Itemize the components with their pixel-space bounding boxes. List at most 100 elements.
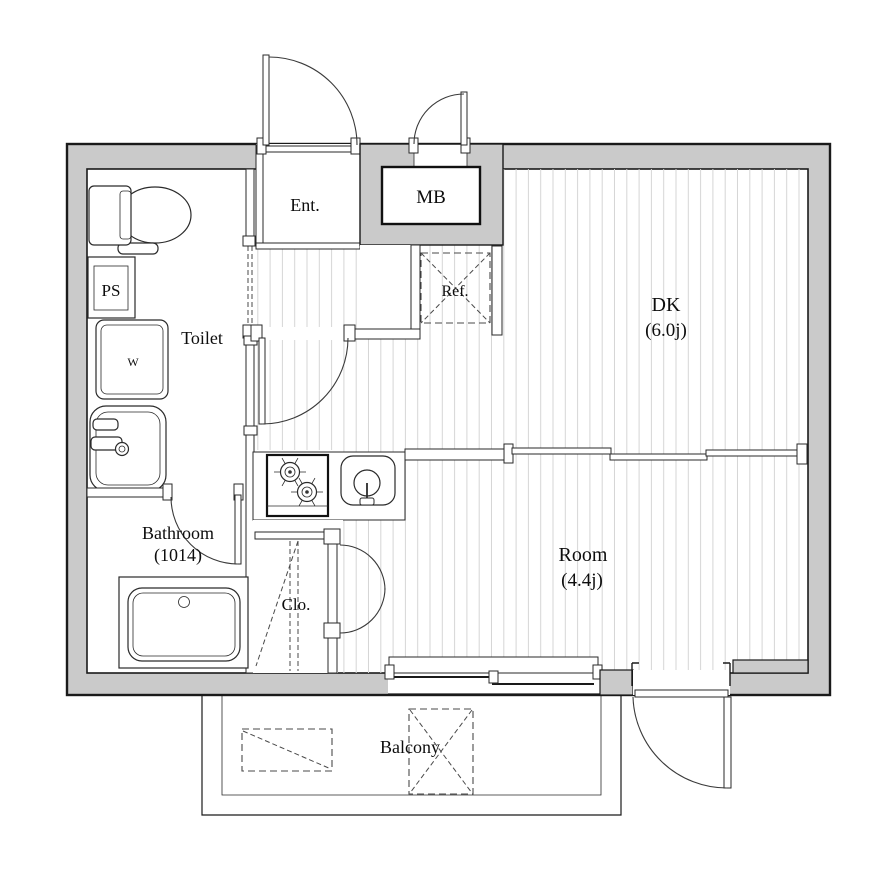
shoe-cabinet — [360, 245, 411, 333]
bathroom-door-leaf — [234, 494, 242, 565]
sliding-panel-3 — [705, 449, 799, 457]
burner-1 — [274, 457, 306, 487]
entrance-jamb-left — [256, 137, 267, 155]
bathtub — [127, 587, 241, 662]
bathroom-top-wall — [86, 487, 168, 498]
partition-wall — [404, 448, 506, 461]
toilet-door-gap — [245, 244, 255, 328]
bathtub-inner — [132, 592, 236, 657]
washbasin-knob — [114, 441, 130, 457]
ref-nook-wall — [491, 245, 503, 336]
refrigerator-box — [420, 252, 491, 324]
bathroom-jamb-left — [162, 483, 173, 501]
shoe-cabinet-right-wall — [410, 244, 421, 339]
hallway-wall — [250, 324, 421, 425]
window-side-pier — [599, 669, 634, 696]
washbasin-knob-inner — [118, 445, 126, 453]
bathtub-faucet — [178, 596, 190, 608]
partition-jamb-right — [796, 443, 808, 465]
refrigerator-cross — [420, 252, 491, 324]
sliding-panel-2 — [609, 453, 708, 461]
entrance-side-wall — [360, 244, 421, 339]
toilet-tank-panel — [119, 190, 132, 240]
meter-box-passage — [414, 145, 467, 169]
toilet-door-jamb-top — [242, 235, 256, 247]
mb-door-leaf — [460, 91, 468, 146]
dk-size-label: (6.0j) — [645, 320, 687, 341]
sink-faucet — [359, 497, 375, 506]
equipment-cross — [409, 709, 473, 794]
toilet-tank — [88, 185, 132, 246]
closet-top-wall — [254, 531, 329, 540]
burner-2 — [291, 477, 323, 507]
bathroom-door — [170, 494, 242, 565]
entrance-area — [255, 54, 361, 250]
toilet-room — [87, 185, 192, 400]
sliding-partition — [404, 443, 808, 465]
hallway-wall-segment — [353, 328, 421, 340]
meter-box — [359, 91, 504, 246]
washbasin-faucet-1 — [92, 418, 119, 431]
toilet-folding-door — [247, 246, 253, 326]
hallway-door-opening — [262, 327, 346, 340]
bathroom-label: Bathroom — [142, 523, 214, 543]
washer-label: W — [127, 355, 139, 369]
balcony-door-leaf — [723, 696, 732, 789]
window-center-lock — [488, 670, 499, 684]
closet — [253, 520, 386, 674]
labels: Ent. MB Ref. DK (6.0j) PS Toilet W Bathr… — [102, 187, 687, 757]
closet-door-arc-top — [339, 544, 386, 591]
toilet-label: Toilet — [181, 328, 223, 348]
entrance-door — [262, 54, 358, 146]
closet-right-wall — [327, 531, 338, 674]
closet-hanger-pipe — [289, 541, 299, 671]
balcony-inner-rail — [221, 695, 602, 796]
mb-jamb-left — [408, 137, 419, 154]
balcony-door — [631, 662, 732, 789]
washer-pan — [95, 319, 169, 400]
closet-label: Clo. — [282, 595, 311, 614]
bathroom — [86, 483, 249, 669]
washer-pan-inner — [100, 324, 164, 395]
entrance-door-leaf — [262, 54, 270, 146]
room-size-label: (4.4j) — [561, 570, 603, 591]
balcony-equipment — [241, 708, 474, 795]
hallway-door-leaf — [258, 337, 266, 425]
meter-box-door — [413, 91, 468, 146]
closet-floor — [253, 540, 338, 673]
refrigerator-label: Ref. — [441, 283, 468, 300]
balcony-outline — [201, 695, 622, 816]
stove — [265, 453, 330, 518]
entrance-label: Ent. — [290, 195, 320, 215]
balcony-door-frame-left — [631, 662, 639, 686]
balcony-window — [384, 656, 634, 696]
refrigerator-space — [420, 245, 503, 336]
meter-box-label: MB — [416, 187, 446, 208]
entrance-jamb-right — [350, 137, 361, 155]
bathroom-size-label: (1014) — [154, 545, 202, 566]
entrance-door-arc — [268, 56, 358, 146]
toilet-base — [117, 242, 159, 255]
closet-door-arc-bottom — [339, 587, 386, 634]
kitchen-sink — [340, 455, 396, 506]
room-floor — [340, 450, 808, 673]
wall-cap-2 — [243, 425, 258, 436]
closet-doors — [339, 544, 386, 634]
sliding-panel-1 — [511, 447, 612, 455]
wall-pier — [732, 659, 809, 674]
balcony-label: Balcony — [380, 737, 440, 757]
washbasin — [89, 405, 167, 492]
balcony-door-threshold — [634, 689, 729, 698]
closet-diagonal — [255, 540, 299, 667]
pipe-space-box — [87, 256, 136, 319]
pipe-space-inner — [93, 265, 129, 311]
dk-label: DK — [652, 294, 681, 316]
hallway-jamb-right — [343, 324, 356, 342]
equipment-box — [408, 708, 474, 795]
entrance-step — [255, 242, 361, 250]
window-jamb-left — [384, 664, 395, 680]
entrance-threshold — [261, 145, 359, 153]
balcony-door-frame-right — [723, 662, 731, 686]
meter-box-cabinet — [380, 165, 482, 226]
